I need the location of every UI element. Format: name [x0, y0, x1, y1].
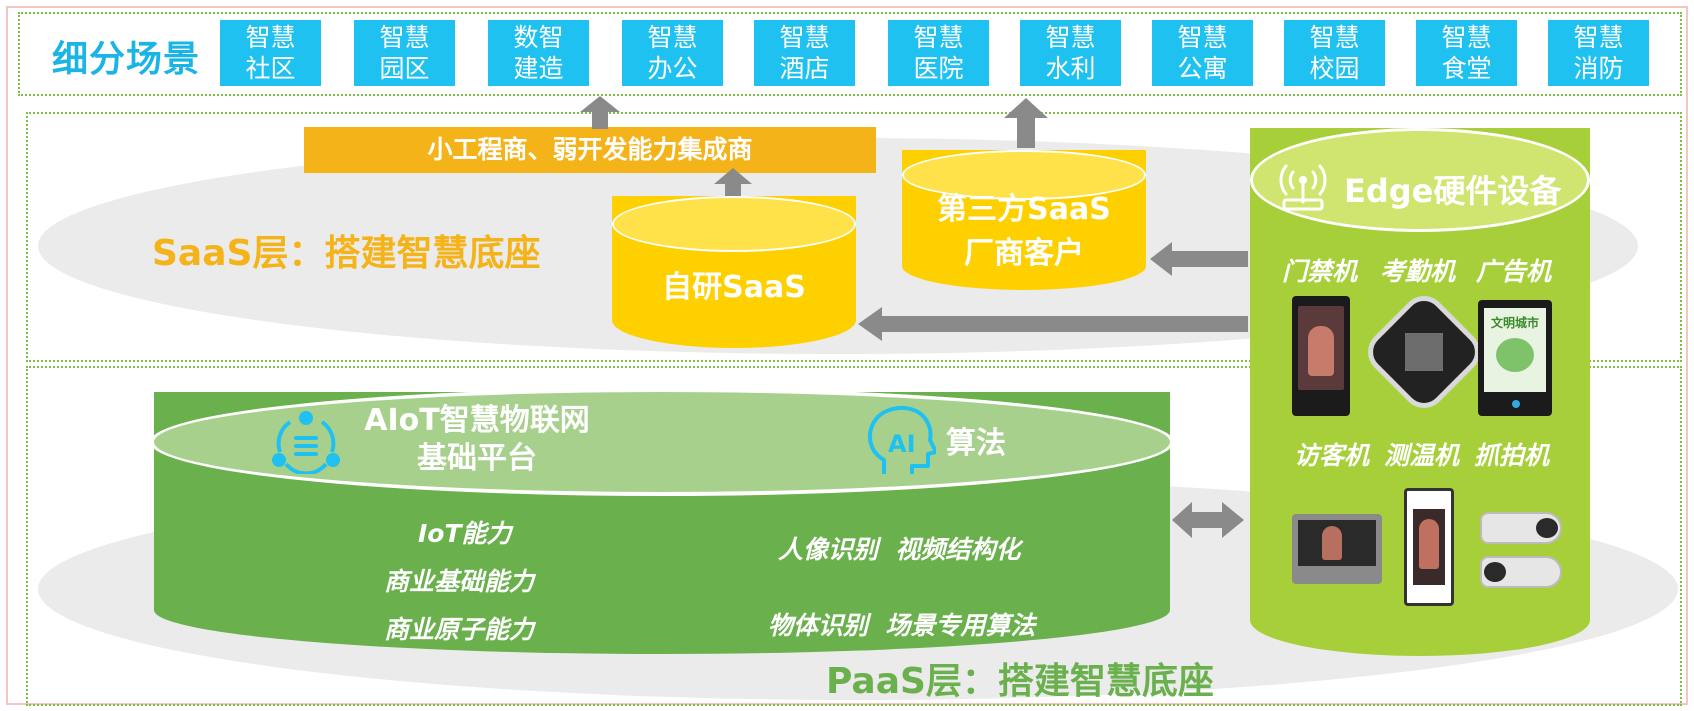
- antenna-icon: [1279, 164, 1327, 211]
- scene-box: 数智建造: [488, 20, 589, 86]
- device-label-visitor: 访客机: [1294, 441, 1370, 470]
- algorithm-label: 算法: [946, 426, 1006, 461]
- paas-cylinder-top: [150, 388, 1174, 496]
- ad-player-device: 文明城市: [1478, 300, 1552, 416]
- scene-line1: 智慧: [913, 23, 964, 52]
- device-label-access-control: 门禁机: [1282, 257, 1358, 286]
- saas-band: [26, 112, 1682, 362]
- third-party-line2: 厂商客户: [964, 236, 1084, 271]
- scene-line2: 社区: [245, 54, 296, 83]
- camera-lens-icon: [1484, 562, 1506, 582]
- access-control-device: [1292, 296, 1350, 416]
- camera-lens-icon: [1536, 518, 1558, 538]
- capability-iot: IoT能力: [418, 519, 512, 548]
- aiot-line1: AIoT智慧物联网: [364, 403, 590, 438]
- edge-cylinder-top: [1250, 128, 1590, 232]
- self-saas-label: 自研SaaS: [662, 270, 806, 305]
- scene-line1: 智慧: [379, 23, 430, 52]
- scene-box: 智慧校园: [1284, 20, 1385, 86]
- scene-box: 智慧医院: [888, 20, 989, 86]
- device-label-capture-camera: 抓拍机: [1474, 441, 1550, 470]
- bullet-camera-2: [1480, 556, 1562, 588]
- ad-player-screen: 文明城市: [1484, 308, 1546, 392]
- edge-title: Edge硬件设备: [1344, 172, 1562, 210]
- scene-box: 智慧消防: [1548, 20, 1649, 86]
- visitor-device: [1292, 514, 1382, 584]
- ai-head-icon: AI: [867, 405, 936, 474]
- segment-band: [18, 12, 1682, 96]
- arrow-up-third-party: [1004, 98, 1048, 148]
- device-label-attendance: 考勤机: [1380, 257, 1456, 286]
- paas-title: PaaS层：搭建智慧底座: [826, 661, 1214, 702]
- device-label-thermometer: 测温机: [1384, 441, 1460, 470]
- third-party-label: 第三方SaaS 厂商客户: [902, 188, 1146, 276]
- scene-line2: 校园: [1309, 54, 1360, 83]
- scene-line1: 数智: [513, 23, 564, 52]
- scene-line1: 智慧: [779, 23, 830, 52]
- bullet-camera-1: [1480, 512, 1562, 544]
- visitor-person-icon: [1322, 526, 1342, 560]
- ad-player-led: [1512, 400, 1520, 408]
- scene-line2: 建造: [513, 54, 564, 83]
- scene-box: 智慧水利: [1020, 20, 1121, 86]
- scene-line1: 智慧: [1573, 23, 1624, 52]
- third-party-line1: 第三方SaaS: [937, 192, 1111, 227]
- arrow-double-paas-edge: [1172, 502, 1244, 538]
- self-saas-cylinder-top: [612, 196, 856, 252]
- paas-band: [26, 366, 1682, 706]
- third-party-cylinder-top: [902, 150, 1146, 200]
- thermometer-person-icon: [1419, 519, 1439, 569]
- scene-line2: 酒店: [779, 54, 830, 83]
- arrow-left-third-party: [1150, 242, 1248, 276]
- scene-box: 智慧食堂: [1416, 20, 1517, 86]
- scene-box: 智慧园区: [354, 20, 455, 86]
- aiot-line2: 基础平台: [417, 441, 537, 476]
- scene-line2: 消防: [1573, 54, 1624, 83]
- iot-network-icon: [272, 411, 340, 474]
- scene-box: 智慧社区: [220, 20, 321, 86]
- scene-line2: 水利: [1045, 54, 1096, 83]
- arrow-up-self-saas: [714, 168, 752, 196]
- scene-line2: 医院: [913, 54, 964, 83]
- scene-box: 智慧公寓: [1152, 20, 1253, 86]
- saas-title: SaaS层：搭建智慧底座: [152, 233, 541, 274]
- device-label-ad-player: 广告机: [1476, 257, 1552, 286]
- ad-screen-text: 文明城市: [1490, 316, 1539, 330]
- arrow-left-self-saas: [858, 307, 1248, 341]
- scene-line1: 智慧: [1309, 23, 1360, 52]
- attendance-screen: [1405, 333, 1443, 371]
- capability-business-atomic: 商业原子能力: [384, 615, 535, 644]
- aiot-title: AIoT智慧物联网 基础平台: [352, 402, 602, 478]
- scene-line2: 园区: [379, 54, 430, 83]
- scene-line1: 智慧: [1441, 23, 1492, 52]
- ad-screen-tree-icon: [1496, 338, 1534, 372]
- scene-line1: 智慧: [245, 23, 296, 52]
- scene-line2: 办公: [647, 54, 698, 83]
- ai-glyph: AI: [888, 430, 916, 458]
- segment-title: 细分场景: [52, 39, 201, 80]
- scene-line1: 智慧: [1045, 23, 1096, 52]
- scene-line1: 智慧: [647, 23, 698, 52]
- scene-line2: 食堂: [1441, 54, 1492, 83]
- scene-line1: 智慧: [1177, 23, 1228, 52]
- capability-business-base: 商业基础能力: [384, 567, 535, 596]
- integrator-bar: 小工程商、弱开发能力集成商: [304, 127, 876, 173]
- capability-face-video: 人像识别 视频结构化: [778, 535, 1021, 564]
- capability-object-scene: 物体识别 场景专用算法: [768, 611, 1036, 640]
- person-silhouette-icon: [1308, 326, 1334, 376]
- thermometer-device: [1404, 488, 1454, 606]
- scene-line2: 公寓: [1177, 54, 1228, 83]
- arrow-up-integrator: [580, 96, 620, 129]
- scene-box: 智慧酒店: [754, 20, 855, 86]
- scene-box: 智慧办公: [622, 20, 723, 86]
